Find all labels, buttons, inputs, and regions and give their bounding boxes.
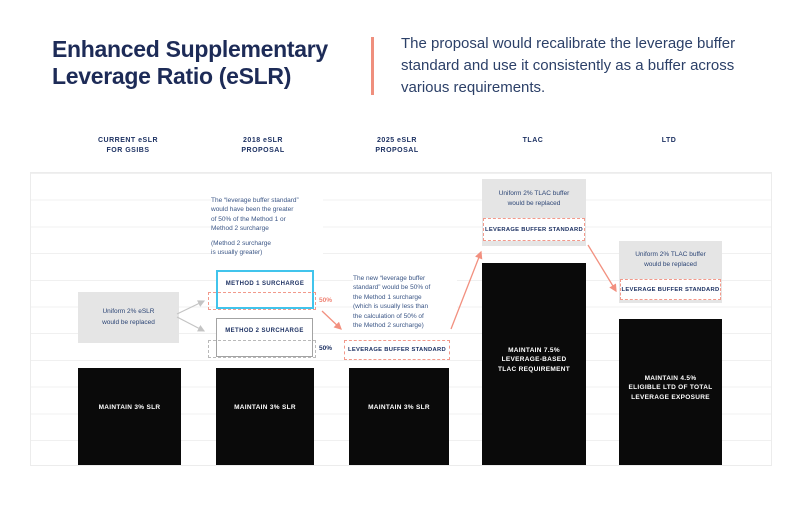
arrow-eslr-to-method1 (176, 300, 206, 315)
method2-50pct-label: 50% (319, 345, 333, 352)
arrow-eslr-to-method2 (176, 316, 206, 332)
leverage-buffer-standard-tlac-box: LEVERAGE BUFFER STANDARD (483, 218, 585, 241)
column-header-2018-proposal: 2018 eSLR PROPOSAL (241, 137, 285, 155)
vertical-divider (371, 37, 374, 95)
callout-uniform-2pct-eslr: Uniform 2% eSLR would be replaced (78, 292, 179, 343)
method1-surcharge-box: METHOD 1 SURCHARGE (216, 270, 314, 309)
arrow-method1-to-2025-buffer (321, 310, 342, 330)
leverage-buffer-standard-ltd-box: LEVERAGE BUFFER STANDARD (620, 279, 721, 300)
method1-surcharge-label: METHOD 1 SURCHARGE (225, 281, 305, 287)
bar-label-current-eslr: MAINTAIN 3% SLR (98, 403, 161, 411)
arrow-tlac-to-ltd (587, 244, 617, 293)
bar-label-2025-proposal: MAINTAIN 3% SLR (368, 403, 430, 411)
arrow-2025-buffer-to-tlac (450, 250, 483, 330)
page-title: Enhanced Supplementary Leverage Ratio (e… (52, 36, 328, 89)
column-header-ltd: LTD (661, 137, 677, 144)
bar-ltd: MAINTAIN 4.5% ELIGIBLE LTD OF TOTAL LEVE… (619, 319, 722, 465)
column-header-2025-proposal: 2025 eSLR PROPOSAL (375, 137, 419, 155)
method2-50pct-dashed-box (208, 340, 316, 358)
bar-label-2018-proposal: MAINTAIN 3% SLR (234, 403, 296, 411)
page-description: The proposal would recalibrate the lever… (401, 35, 736, 96)
method2-surcharge-box: METHOD 2 SURCHARGE (216, 318, 313, 357)
bar-2025-proposal: MAINTAIN 3% SLR (349, 368, 449, 465)
method1-50pct-label: 50% (319, 297, 333, 304)
callout-uniform-2pct-tlac-ltd-text: Uniform 2% TLAC buffer would be replaced (635, 251, 706, 269)
flow-arrows (176, 244, 617, 332)
method1-50pct-dashed-box (208, 292, 316, 310)
bar-current-eslr: MAINTAIN 3% SLR (78, 368, 181, 465)
note-2018-method2-greater: (Method 2 surcharge is usually greater) (211, 239, 323, 258)
note-2025-buffer-standard: The new “leverage buffer standard” would… (353, 274, 457, 331)
column-header-current-eslr: CURRENT eSLR FOR GSIBS (97, 137, 159, 155)
callout-uniform-2pct-tlac-text: Uniform 2% TLAC buffer would be replaced (498, 190, 570, 208)
bar-tlac: MAINTAIN 7.5% LEVERAGE-BASED TLAC REQUIR… (482, 263, 586, 465)
diagram-plot-area: Uniform 2% eSLR would be replaced MAINTA… (30, 172, 772, 466)
leverage-buffer-standard-2025-box: LEVERAGE BUFFER STANDARD (344, 340, 450, 360)
bar-label-ltd: MAINTAIN 4.5% ELIGIBLE LTD OF TOTAL LEVE… (628, 375, 713, 401)
note-2018-buffer-standard: The “leverage buffer standard” would hav… (211, 196, 323, 234)
bar-label-tlac: MAINTAIN 7.5% LEVERAGE-BASED TLAC REQUIR… (498, 347, 570, 373)
bar-2018-proposal: MAINTAIN 3% SLR (216, 368, 314, 465)
method2-surcharge-label: METHOD 2 SURCHARGE (225, 328, 304, 334)
column-header-tlac: TLAC (522, 137, 544, 144)
